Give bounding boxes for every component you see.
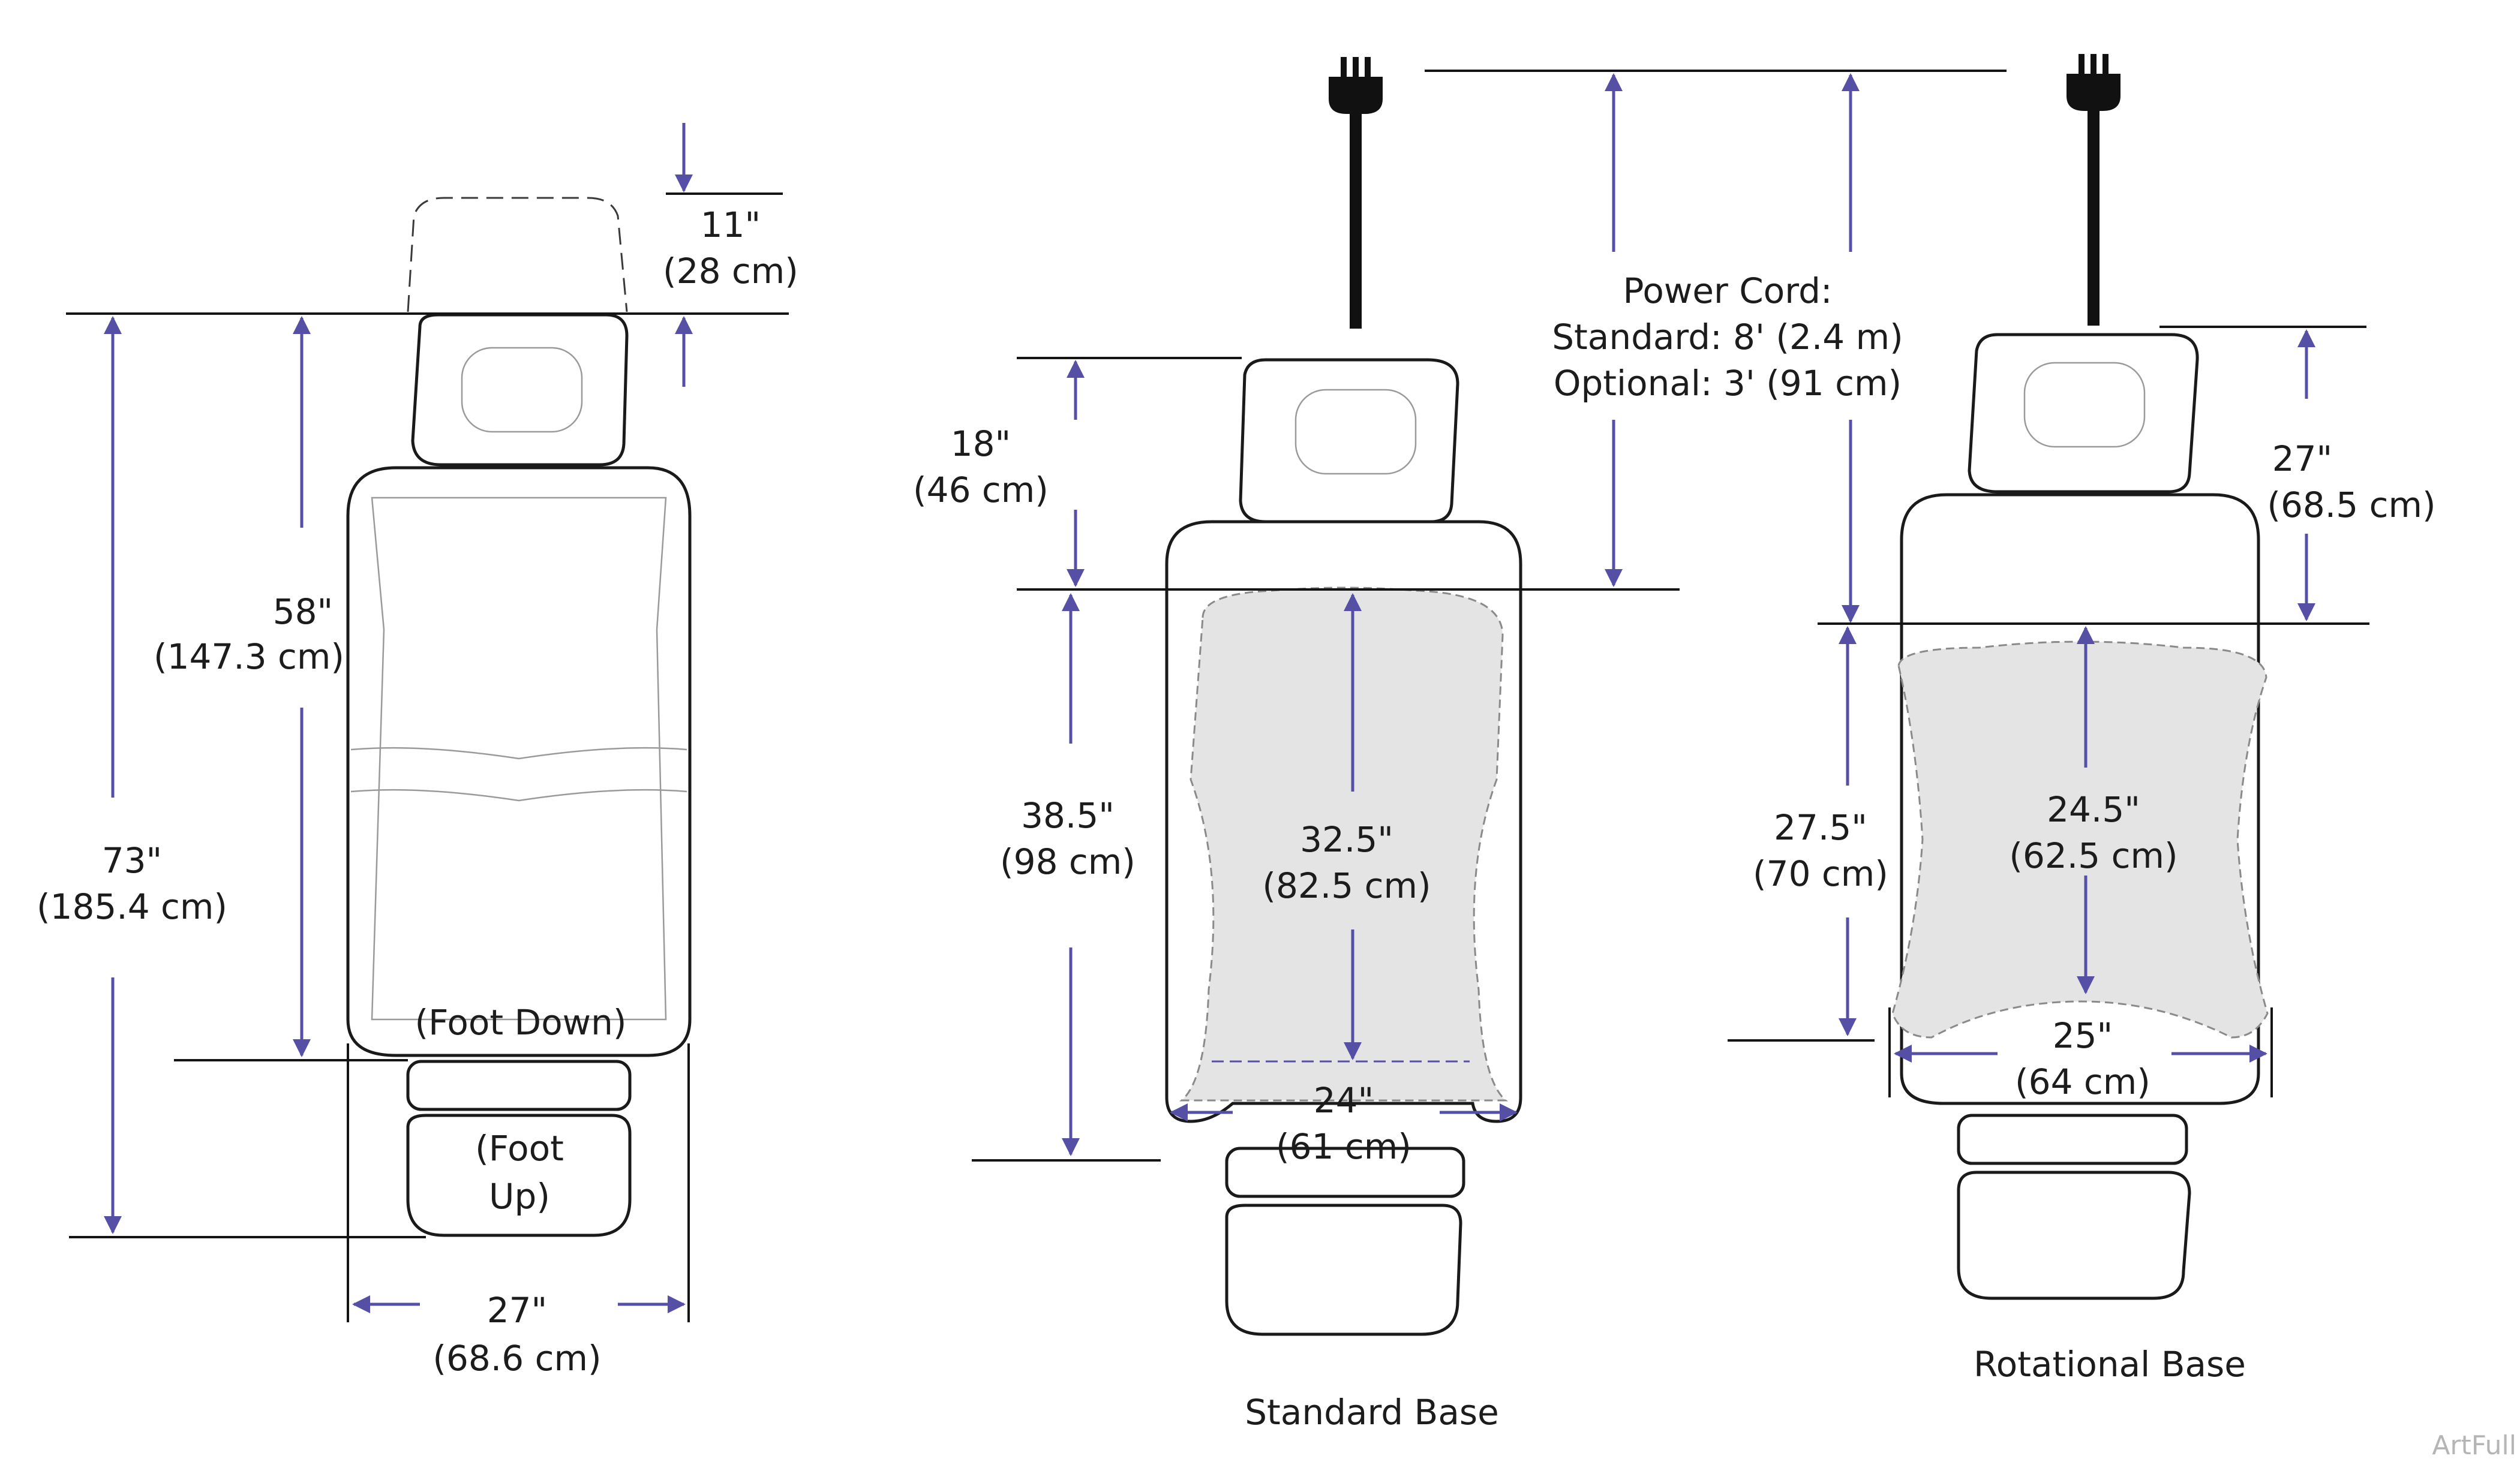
headrest-extension-metric: (28 cm) — [663, 251, 798, 291]
rotational-top-to-pivot-metric: (68.5 cm) — [2267, 485, 2435, 525]
foot-up-label-line1: (Foot — [475, 1128, 564, 1169]
power-cord-standard: Standard: 8' (2.4 m) — [1552, 317, 1903, 357]
rotational-base-width-imperial: 25" — [2053, 1015, 2113, 1056]
watermark: ArtFull — [2432, 1430, 2516, 1461]
standard-top-to-pivot-imperial: 18" — [951, 423, 1011, 464]
standard-top-to-pivot-metric: (46 cm) — [913, 470, 1049, 510]
standard-base-width-imperial: 24" — [1314, 1080, 1374, 1121]
rotational-foot-rest-2 — [1957, 1171, 2191, 1300]
standard-base-length-metric: (82.5 cm) — [1262, 865, 1431, 906]
rotational-top-to-pivot-imperial: 27" — [2272, 438, 2332, 479]
rotational-base-length-imperial: 24.5" — [2047, 789, 2140, 830]
power-cord-dimension: Power Cord: Standard: 8' (2.4 m) Optiona… — [1425, 70, 2007, 623]
foot-rest-down — [406, 1060, 632, 1111]
foot-rest-up — [406, 1114, 632, 1237]
power-plug-icon — [1329, 57, 1383, 329]
seat-length-imperial: 58" — [273, 591, 333, 632]
foot-up-label-line2: Up) — [489, 1176, 550, 1217]
rotational-base-width-metric: (64 cm) — [2015, 1061, 2150, 1102]
standard-base-width-metric: (61 cm) — [1276, 1126, 1411, 1167]
standard-pivot-to-bottom-metric: (98 cm) — [1000, 841, 1136, 882]
power-cord-title: Power Cord: — [1623, 270, 1833, 311]
overall-width-imperial: 27" — [487, 1290, 547, 1331]
rotational-headrest — [1968, 333, 2199, 494]
foot-down-label: (Foot Down) — [415, 1002, 626, 1043]
power-cord-optional: Optional: 3' (91 cm) — [1554, 363, 1902, 404]
rotational-foot-rest-1 — [1957, 1114, 2188, 1165]
rotational-pivot-to-bottom-metric: (70 cm) — [1753, 853, 1888, 894]
rotational-pivot-to-bottom-imperial: 27.5" — [1774, 807, 1867, 848]
standard-base-view: 18" (46 cm) 38.5" (98 cm) 32.5" (82.5 cm… — [913, 57, 1680, 1433]
back-seat-cushion — [346, 466, 692, 1057]
overall-length-metric: (185.4 cm) — [37, 886, 227, 927]
overall-width-metric: (68.6 cm) — [432, 1338, 601, 1379]
seat-length-metric: (147.3 cm) — [154, 636, 344, 677]
headrest-extended-outline — [407, 197, 628, 312]
standard-foot-rest-1 — [1225, 1147, 1465, 1198]
headrest — [411, 313, 629, 467]
rotational-base-length-metric: (62.5 cm) — [2009, 835, 2177, 876]
standard-base-caption: Standard Base — [1245, 1392, 1499, 1433]
power-plug-icon-rotational — [2067, 54, 2120, 326]
standard-base-length-imperial: 32.5" — [1300, 819, 1393, 860]
overall-length-imperial: 73" — [102, 840, 162, 881]
standard-foot-rest-2 — [1225, 1204, 1462, 1336]
left-chair-view: 11" (28 cm) 58" (147.3 cm) 73" (185.4 cm… — [37, 123, 798, 1379]
standard-base-footprint — [1179, 586, 1508, 1102]
rotational-base-view: 27" (68.5 cm) 27.5" (70 cm) 24.5" (62.5 … — [1728, 54, 2436, 1385]
headrest-extension-imperial: 11" — [701, 204, 761, 245]
rotational-base-footprint — [1891, 640, 2269, 1039]
rotational-base-caption: Rotational Base — [1974, 1344, 2246, 1385]
standard-headrest — [1239, 358, 1459, 524]
standard-pivot-to-bottom-imperial: 38.5" — [1021, 795, 1115, 836]
